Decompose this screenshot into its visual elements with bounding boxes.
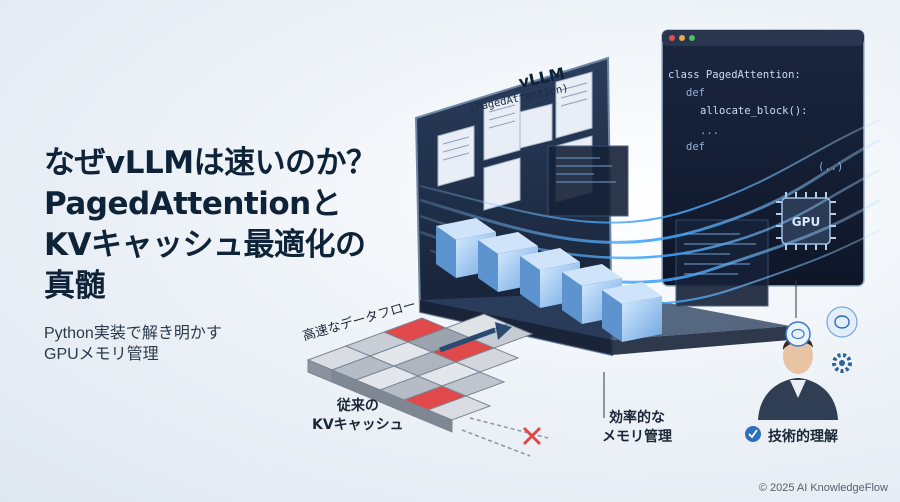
efficient-memory-label: 効率的な メモリ管理 [602,409,672,447]
fast-flow-arrow [439,327,496,353]
title-line-4: 真髄 [44,268,106,304]
tech-understanding-label: 技術的理解 [768,429,838,445]
copyright: © 2025 AI KnowledgeFlow [758,482,888,494]
efficient-memory-label-line-2: メモリ管理 [602,429,672,445]
title-line-2: PagedAttentionと [44,186,342,222]
title-line-1: なぜvLLMは速いのか？ [44,145,377,181]
brain-bubble-icon [826,306,858,338]
kv-block-5 [602,282,662,342]
brain-icon [785,321,811,347]
title-line-3: KVキャッシュ最適化の [44,227,366,263]
legacy-dashed-arrows [461,417,549,457]
code-line-5: def [686,141,705,153]
gear-icon [832,353,852,373]
fast-flow-arrowhead-icon [495,322,512,340]
gpu-label: GPU [792,215,820,229]
legacy-kv-label-line-2: KVキャッシュ [312,417,404,433]
code-line-3: allocate_block(): [700,105,807,117]
code-line-2: def [686,87,705,99]
kv-blocks [436,218,662,342]
subtitle: Python実装で解き明かす GPUメモリ管理 [44,323,222,365]
page-lines [442,82,588,161]
page-title: なぜvLLMは速いのか？ PagedAttentionと KVキャッシュ最適化の… [44,143,384,307]
efficient-memory-label-line-1: 効率的な [609,410,665,426]
legacy-kv-label: 従来の KVキャッシュ [312,397,404,435]
subtitle-line-2: GPUメモリ管理 [44,346,159,363]
error-x-icon [522,426,542,446]
person-avatar [758,336,838,420]
code-line-4: ... [700,125,719,137]
code-panel-small-1 [547,145,629,217]
code-line-1: class PagedAttention: [668,69,801,81]
check-circle-icon [745,426,761,442]
subtitle-line-1: Python実装で解き明かす [44,325,222,342]
legacy-kv-label-line-1: 従来の [336,398,379,414]
